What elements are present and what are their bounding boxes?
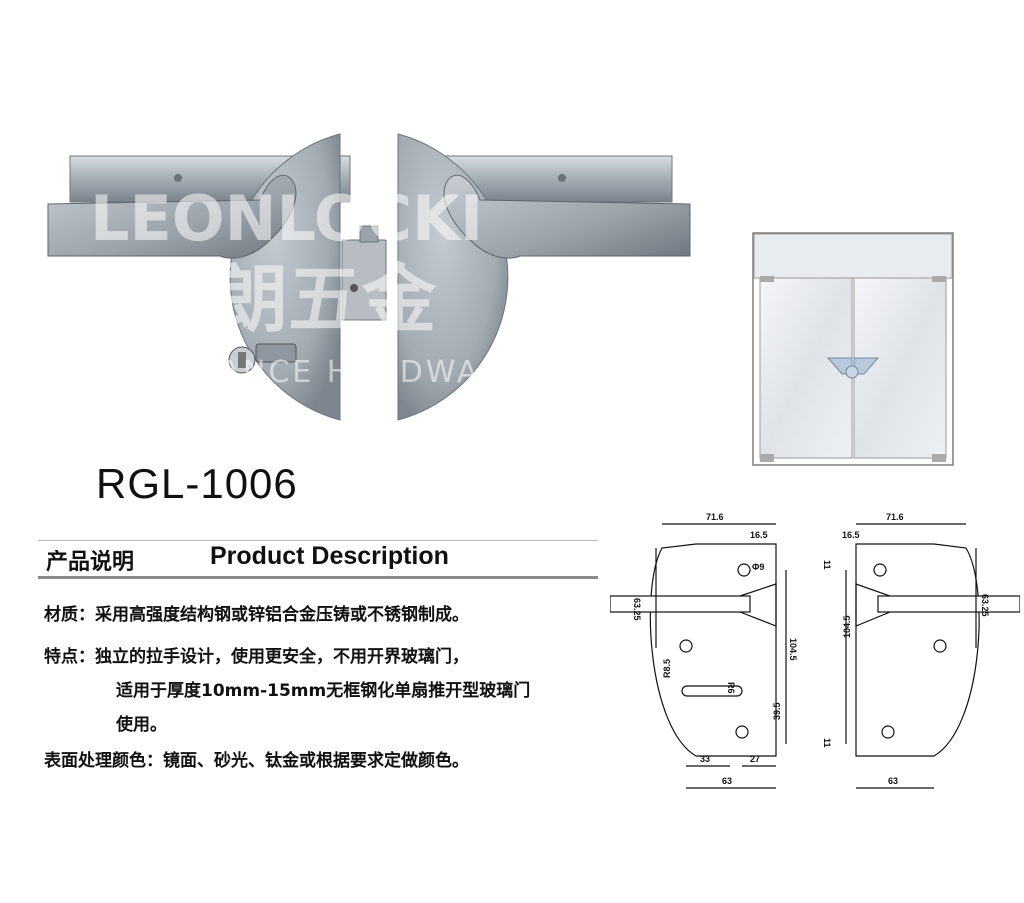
dim-bottom-inner: 33	[700, 754, 710, 764]
right-lever-handle	[443, 174, 691, 259]
finish-label: 表面处理颜色：	[44, 751, 163, 771]
dim-width-top-left: 71.6	[706, 512, 724, 522]
dim-slot: R6	[726, 682, 736, 694]
watermark-tagline: RELIANCE HARDWARE	[142, 355, 526, 390]
latch-block	[341, 239, 387, 321]
thumb-turn	[255, 343, 297, 363]
feature-label: 特点：	[44, 647, 95, 667]
dim-bottom-width-right: 63	[888, 776, 898, 786]
finish-line: 表面处理颜色：镜面、砂光、钛金或根据要求定做颜色。	[44, 746, 469, 771]
divider	[38, 540, 598, 541]
dim-height-left-upper: 63.25	[632, 598, 642, 621]
dimension-drawing: 71.6 71.6 16.5 16.5 63.25 63.25 104.5 10…	[610, 512, 1020, 789]
description-header: 产品说明 Product Description	[38, 536, 598, 580]
left-view-outline	[649, 543, 777, 757]
left-lever-handle	[47, 174, 297, 259]
dim-bottom-width-left: 63	[722, 776, 732, 786]
material-line: 材质：采用高强度结构钢或锌铝合金压铸或不锈钢制成。	[44, 600, 469, 625]
material-label: 材质：	[44, 605, 95, 625]
dim-radius: R8.5	[662, 659, 672, 678]
dim-offset-left: 16.5	[750, 530, 768, 540]
right-view-outline	[855, 543, 980, 757]
model-code: RGL-1006	[96, 460, 298, 507]
dim-height-total-left: 104.5	[788, 638, 798, 661]
dim-gap-top: 11	[822, 560, 832, 570]
dim-gap-bottom: 11	[822, 738, 832, 748]
feature-line: 特点：独立的拉手设计，使用更安全，不用开界玻璃门，	[44, 642, 469, 667]
watermark-brand-cn: 乐朗五金	[140, 257, 437, 343]
description-title-cn: 产品说明	[46, 550, 135, 575]
transom	[753, 233, 953, 279]
dim-width-top-right: 71.6	[886, 512, 904, 522]
feature-text-1: 独立的拉手设计，使用更安全，不用开界玻璃门，	[95, 647, 469, 667]
dim-bottom-small: 27	[750, 754, 760, 764]
feature-line-2: 适用于厚度10mm-15mm无框钢化单扇推开型玻璃门	[116, 681, 531, 701]
description-title-en: Product Description	[210, 542, 449, 570]
material-text: 采用高强度结构钢或锌铝合金压铸或不锈钢制成。	[95, 605, 469, 625]
dim-height-right-upper: 63.25	[980, 594, 990, 617]
product-photo: LEONLOCKI 乐朗五金 RELIANCE HARDWARE	[47, 133, 691, 421]
feature-line-3: 使用。	[116, 715, 167, 735]
dim-offset-right: 16.5	[842, 530, 860, 540]
dim-hole-dia: Φ9	[752, 562, 764, 572]
door-installation-sketch	[752, 232, 954, 466]
dim-lower-height: 39.5	[772, 702, 782, 720]
dim-height-total-right: 104.5	[842, 615, 852, 638]
finish-text: 镜面、砂光、钛金或根据要求定做颜色。	[163, 751, 469, 771]
watermark-brand-latin: LEONLOCKI	[90, 182, 483, 255]
divider	[38, 576, 598, 579]
